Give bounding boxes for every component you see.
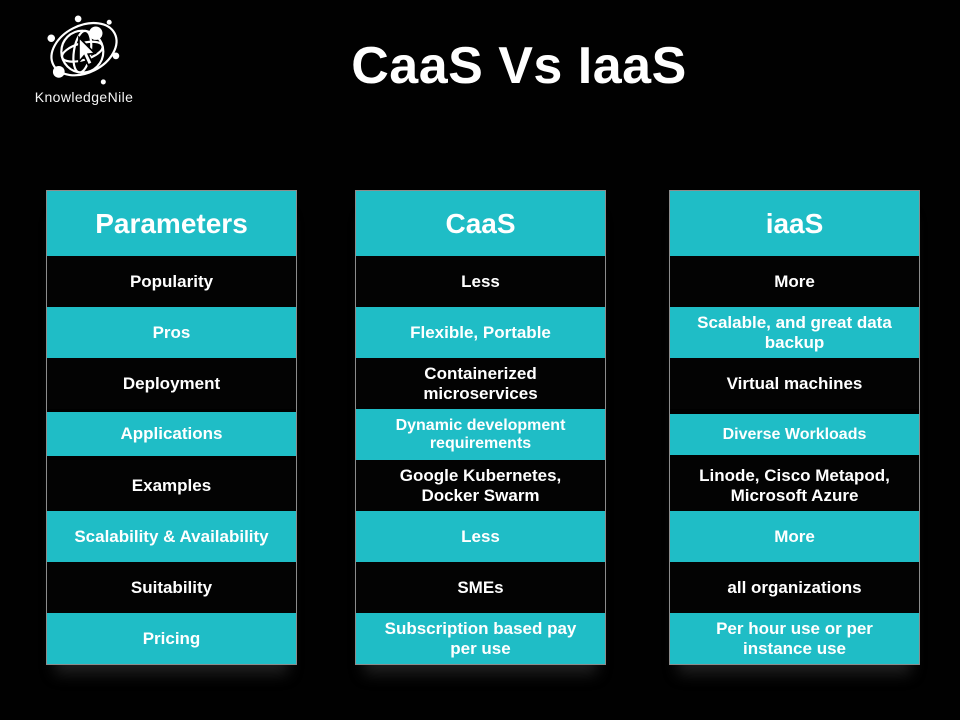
cell-caas-popularity: Less (356, 256, 605, 307)
cell-parameters-suitability: Suitability (47, 562, 296, 613)
knowledgenile-globe-cursor-icon (47, 15, 120, 85)
column-iaas: iaaS More Scalable, and great data backu… (669, 190, 920, 665)
cell-parameters-popularity: Popularity (47, 256, 296, 307)
page-title: CaaS Vs IaaS (351, 37, 687, 95)
cell-iaas-applications: Diverse Workloads (670, 409, 919, 460)
column-header-parameters: Parameters (47, 191, 296, 256)
cell-caas-pros: Flexible, Portable (356, 307, 605, 358)
brand-name: KnowledgeNile (34, 89, 134, 105)
cell-parameters-pricing: Pricing (47, 613, 296, 664)
cell-parameters-deployment: Deployment (47, 358, 296, 409)
column-header-iaas: iaaS (670, 191, 919, 256)
cell-parameters-pros: Pros (47, 307, 296, 358)
cell-parameters-applications: Applications (47, 409, 296, 460)
cell-iaas-pros: Scalable, and great data backup (670, 307, 919, 358)
cell-iaas-popularity: More (670, 256, 919, 307)
cell-caas-examples: Google Kubernetes, Docker Swarm (356, 460, 605, 511)
brand-logo: KnowledgeNile (26, 8, 142, 105)
cell-iaas-scalability: More (670, 511, 919, 562)
cursor-arrow-icon (78, 35, 97, 67)
cell-iaas-examples: Linode, Cisco Metapod, Microsoft Azure (670, 460, 919, 511)
cell-iaas-pricing: Per hour use or per instance use (670, 613, 919, 664)
cell-iaas-deployment: Virtual machines (670, 358, 919, 409)
cell-parameters-scalability: Scalability & Availability (47, 511, 296, 562)
cell-caas-scalability: Less (356, 511, 605, 562)
column-caas: CaaS Less Flexible, Portable Containeriz… (355, 190, 606, 665)
column-parameters: Parameters Popularity Pros Deployment Ap… (46, 190, 297, 665)
cell-iaas-suitability: all organizations (670, 562, 919, 613)
cell-caas-deployment: Containerized microservices (356, 358, 605, 409)
cell-caas-pricing: Subscription based pay per use (356, 613, 605, 664)
cell-parameters-examples: Examples (47, 460, 296, 511)
cell-caas-suitability: SMEs (356, 562, 605, 613)
column-header-caas: CaaS (356, 191, 605, 256)
cell-caas-applications: Dynamic development requirements (356, 409, 605, 460)
